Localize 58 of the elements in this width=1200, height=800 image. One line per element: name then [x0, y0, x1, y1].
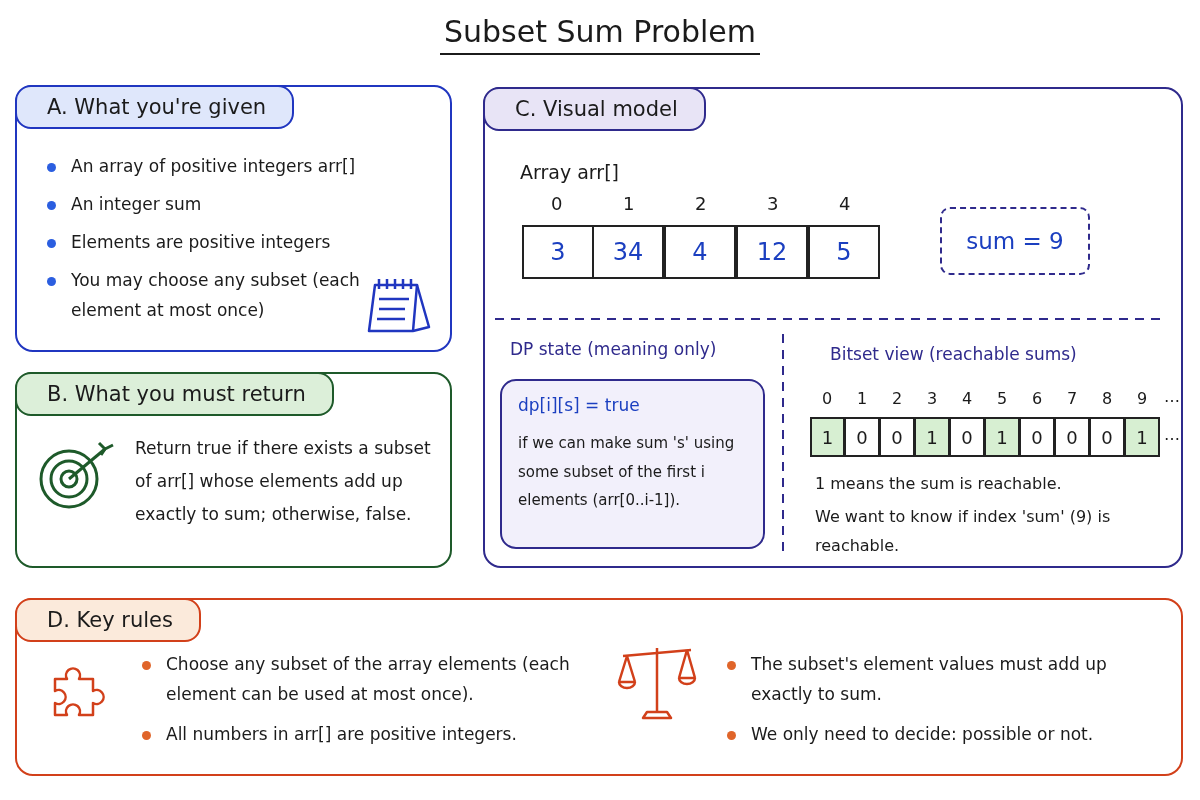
index-number: 5	[997, 389, 1008, 408]
bullet-item: Choose any subset of the array elements (each element can be used at most once).	[140, 650, 606, 710]
bit-cell: 0	[1089, 417, 1125, 457]
bit-cell: 0	[949, 417, 985, 457]
bullet-item: Elements are positive integers	[45, 228, 471, 258]
bullet-item: The subset's element values must add up exactly to sum.	[725, 650, 1151, 710]
sum-box: sum = 9	[940, 207, 1090, 275]
index-number: 3	[767, 193, 779, 214]
index-number: 2	[695, 193, 707, 214]
panel-heading: A. What you're given	[15, 85, 295, 129]
index-number: 1	[857, 389, 868, 408]
index-number: 0	[551, 193, 563, 214]
note-text: 1 means the sum is reachable.	[815, 474, 1062, 493]
index-number: 6	[1032, 389, 1043, 408]
index-number: 1	[623, 193, 635, 214]
bit-cell: 1	[984, 417, 1020, 457]
array-cell: 34	[592, 225, 664, 279]
body-text: if we can make sum 's' using some subset of the first i elements (arr[0..i-1]).	[518, 433, 736, 511]
note-text: We want to know if index 'sum' (9) is reachable.	[815, 506, 1112, 557]
bullet-item: We only need to decide: possible or not.	[725, 720, 1151, 750]
bit-cell: 0	[1019, 417, 1055, 457]
bullet-item: All numbers in arr[] are positive integers.	[140, 720, 606, 750]
bullet-item: An integer sum	[45, 190, 471, 220]
index-number: 0	[822, 389, 833, 408]
bit-cell: 1	[810, 417, 845, 457]
title: Subset Sum Problem	[440, 14, 760, 55]
index-number: 4	[962, 389, 973, 408]
body-text: Return true if there exists a subset of arr[] whose elements add up exactly to sum; otherwise, false.	[135, 437, 432, 527]
array-cell: 4	[664, 225, 736, 279]
bullet-item: You may choose any subset (each element at most once)	[45, 266, 371, 326]
index-number: 3	[927, 389, 938, 408]
panel	[15, 85, 452, 352]
ellipsis: …	[1164, 387, 1180, 406]
bit-cell: 0	[1054, 417, 1090, 457]
bit-cell: 0	[879, 417, 915, 457]
panel-heading: C. Visual model	[483, 87, 706, 131]
array-cell: 5	[808, 225, 880, 279]
array-cell: 12	[736, 225, 808, 279]
index-number: 2	[892, 389, 903, 408]
index-number: 9	[1137, 389, 1148, 408]
panel-heading: B. What you must return	[15, 372, 334, 416]
panel	[483, 87, 1183, 568]
formula-text: dp[i][s] = true	[518, 395, 640, 415]
section-heading: DP state (meaning only)	[510, 339, 717, 359]
index-number: 8	[1102, 389, 1113, 408]
panel	[15, 598, 1183, 776]
ellipsis: …	[1164, 425, 1180, 444]
bit-cell: 1	[914, 417, 950, 457]
bullet-item: An array of positive integers arr[]	[45, 152, 471, 182]
panel-heading: D. Key rules	[15, 598, 201, 642]
subheading: Array arr[]	[520, 161, 620, 183]
bit-cell: 0	[844, 417, 880, 457]
index-number: 4	[839, 193, 851, 214]
index-number: 7	[1067, 389, 1078, 408]
panel	[15, 372, 452, 568]
section-heading: Bitset view (reachable sums)	[830, 344, 1077, 364]
array-cell: 3	[522, 225, 594, 279]
bit-cell: 1	[1124, 417, 1160, 457]
